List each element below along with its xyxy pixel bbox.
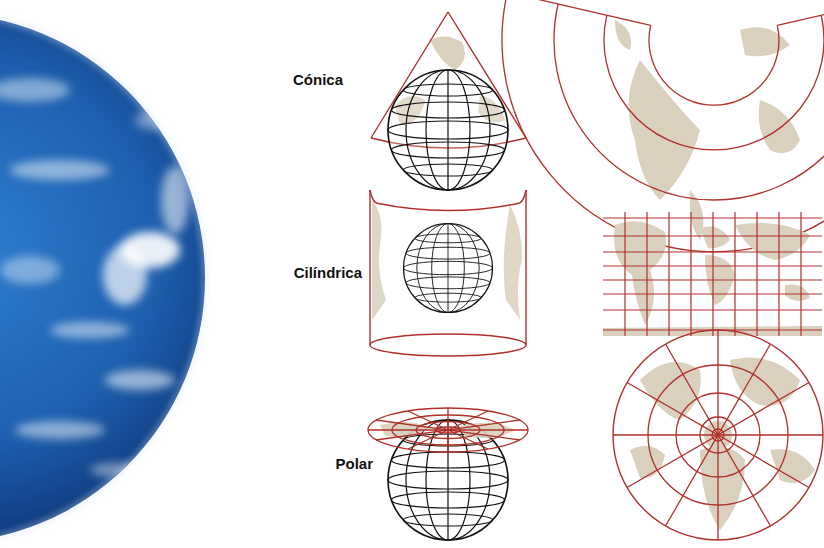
projection-label: Cónica (293, 71, 343, 89)
projection-label: Polar (335, 455, 373, 473)
projection-label: Cilíndrica (294, 264, 362, 282)
